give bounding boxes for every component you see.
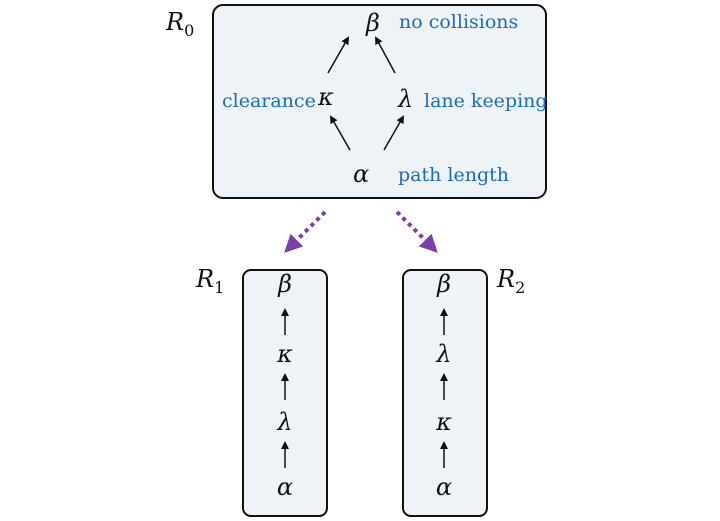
- r1-item-1: β: [277, 270, 292, 298]
- r0-label-path-length: path length: [398, 164, 509, 186]
- r1-subscript: 1: [214, 278, 224, 297]
- r0-node-beta: β: [365, 9, 380, 37]
- r0-group: R0 β no collisions κ clearance λ lane ke…: [165, 4, 548, 199]
- r0-arrow-kappa-to-beta: [327, 36, 349, 74]
- r2-item-4: α: [436, 473, 452, 501]
- r1-item-3: λ: [276, 408, 292, 436]
- r2-box: [402, 269, 488, 517]
- r0-label-no-collisions: no collisions: [399, 11, 518, 33]
- r2-subscript: 2: [515, 278, 525, 297]
- r0-arrow-lambda-to-beta: [375, 36, 396, 74]
- r0-node-kappa: κ: [317, 83, 334, 111]
- r2-title: R2: [496, 265, 525, 297]
- r0-label-lane-keeping: lane keeping: [424, 90, 548, 112]
- r0-title: R0: [165, 8, 194, 40]
- r2-group: R2 β λ κ α: [402, 265, 525, 517]
- r1-item-4: α: [277, 473, 293, 501]
- dashed-arrow-to-r1: [284, 210, 327, 253]
- r0-box: [212, 4, 547, 199]
- r0-arrow-alpha-to-kappa: [330, 115, 351, 151]
- r0-label-clearance: clearance: [222, 90, 316, 112]
- r1-group: R1 β κ λ α: [195, 265, 328, 517]
- r2-item-2: λ: [435, 340, 451, 368]
- r1-item-2: κ: [276, 340, 293, 368]
- dashed-arrow-to-r2: [395, 210, 438, 253]
- r0-node-alpha: α: [353, 160, 369, 188]
- r1-title: R1: [195, 265, 224, 297]
- r0-node-lambda: λ: [397, 85, 413, 113]
- r2-item-1: β: [436, 270, 451, 298]
- r0-subscript: 0: [184, 21, 194, 40]
- r0-arrow-alpha-to-lambda: [383, 115, 404, 151]
- r2-item-3: κ: [435, 408, 452, 436]
